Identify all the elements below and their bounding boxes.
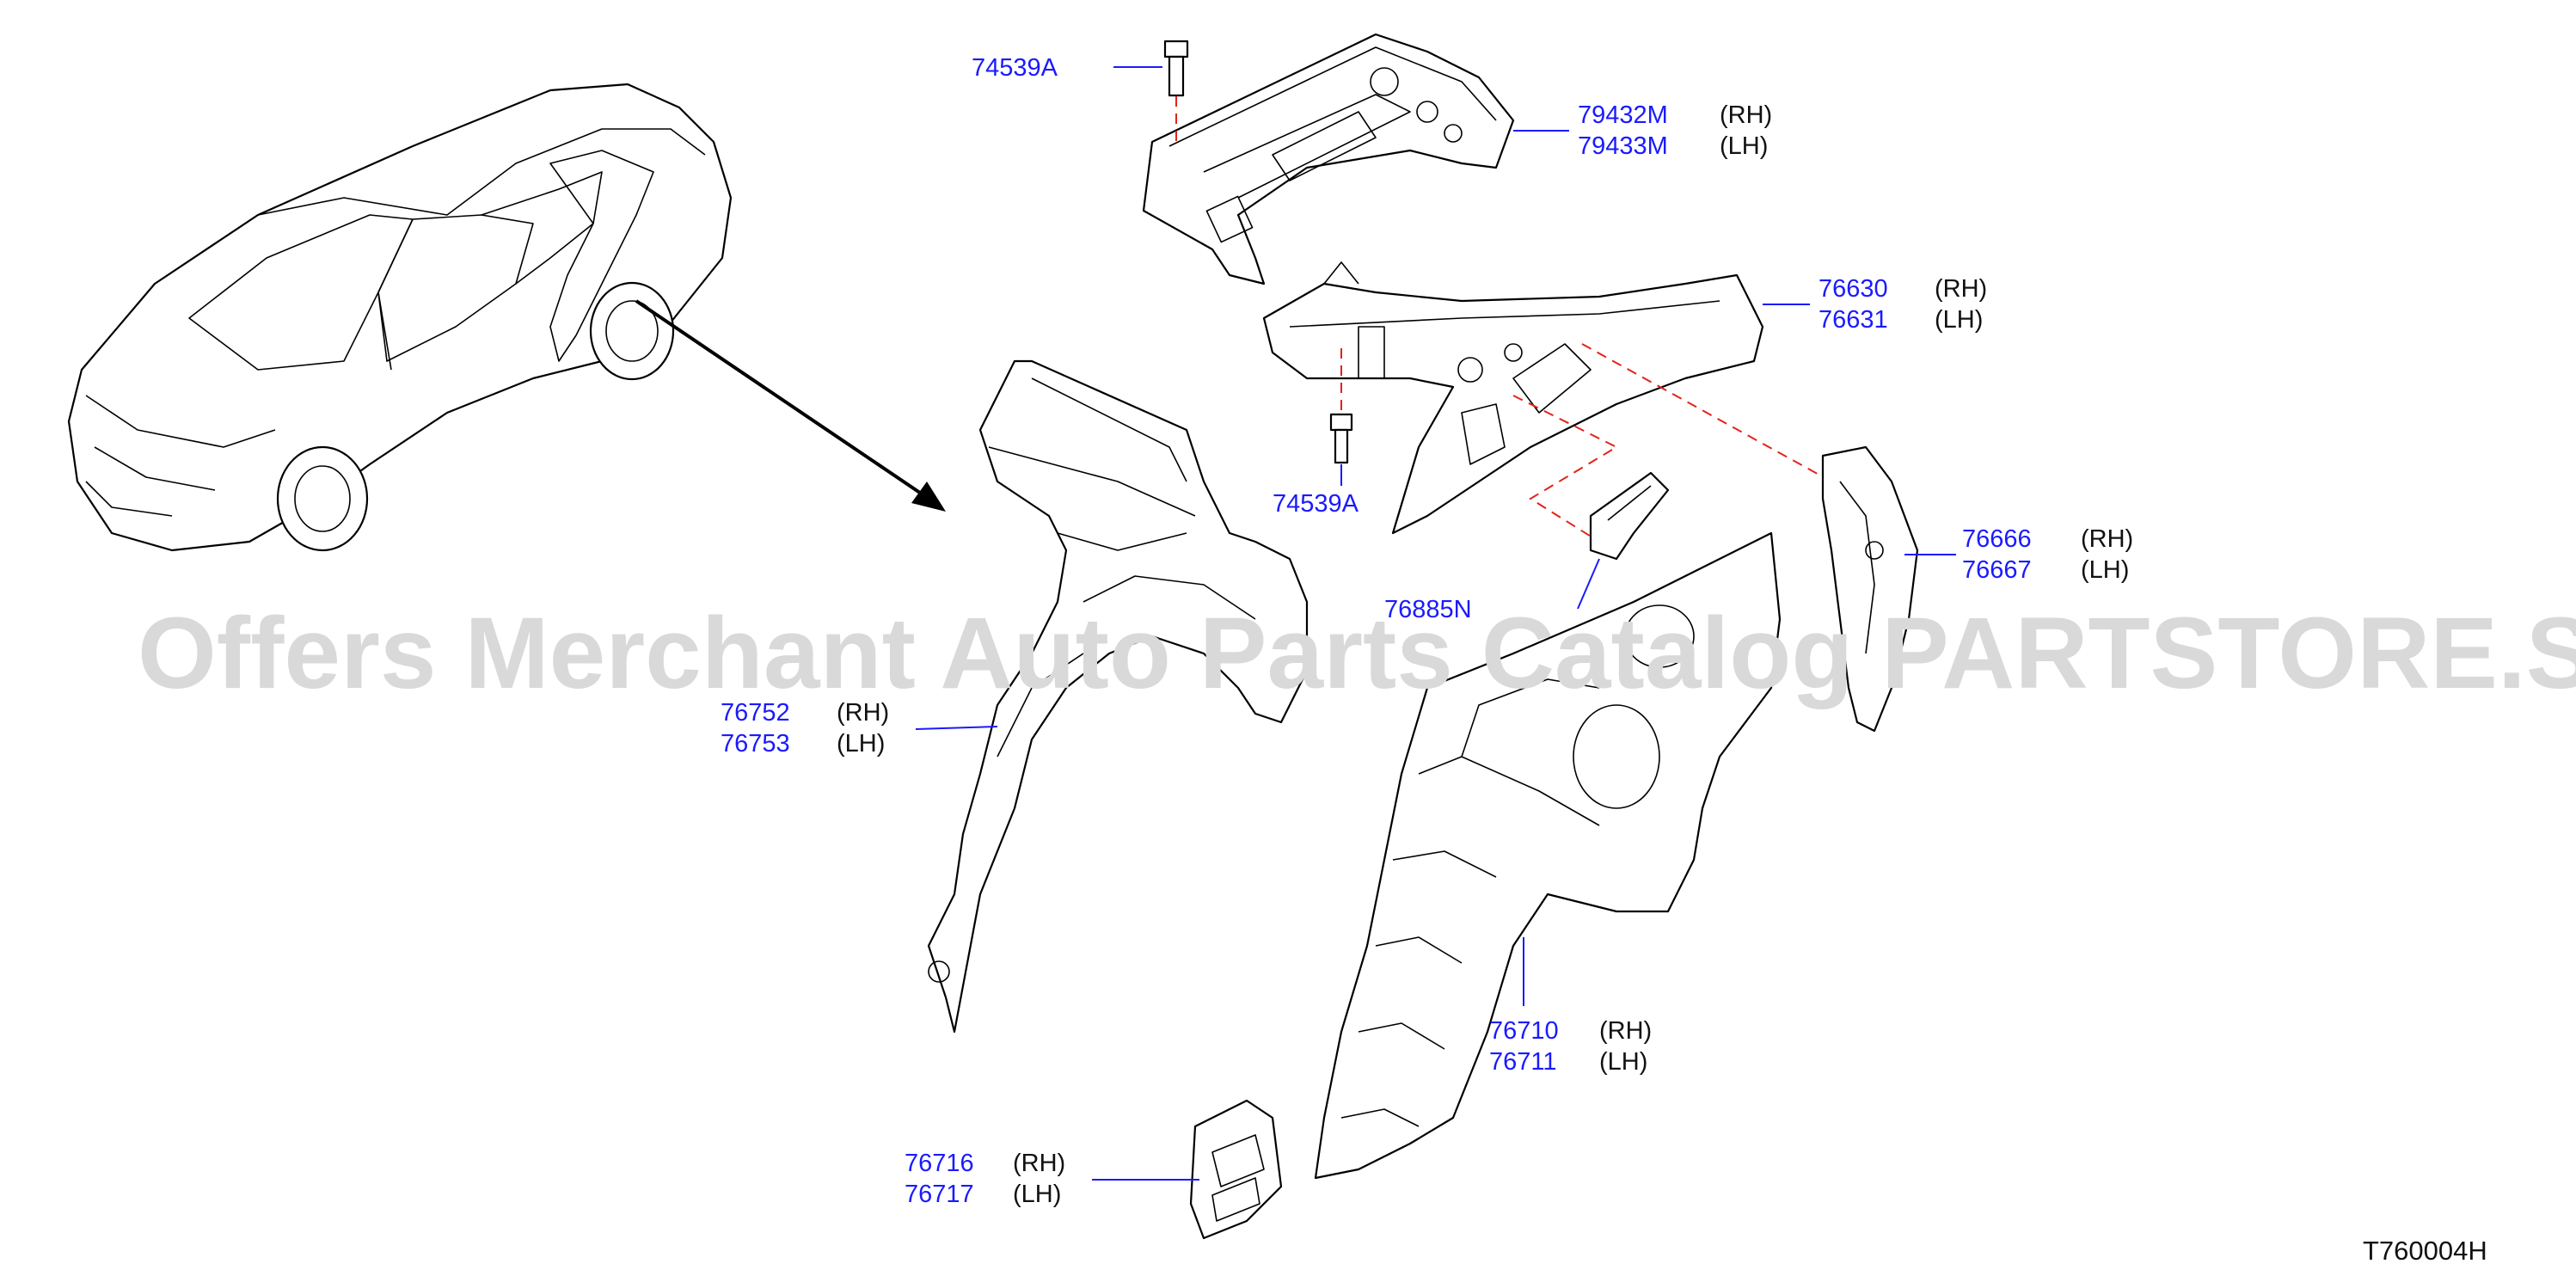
watermark-text: Offers Merchant Auto Parts Catalog PARTS… xyxy=(138,597,2576,710)
side-label-rh: (RH) xyxy=(1599,1017,1652,1045)
bolt-mid-icon xyxy=(1329,348,1353,464)
callout-76752[interactable]: 76752 (RH) 76753 (LH) xyxy=(721,699,998,758)
part-76666-illustration xyxy=(1821,445,1919,733)
part-number-74539a-top[interactable]: 74539A xyxy=(972,54,1058,82)
part-number-76630[interactable]: 76630 xyxy=(1819,275,1888,303)
callout-76630[interactable]: 76630 (RH) 76631 (LH) xyxy=(1763,275,1987,334)
part-76885n-illustration xyxy=(1589,471,1670,561)
side-label-rh: (RH) xyxy=(1935,275,1987,303)
callout-76710[interactable]: 76710 (RH) 76711 (LH) xyxy=(1489,937,1652,1076)
part-number-76752[interactable]: 76752 xyxy=(721,699,790,727)
callout-76716[interactable]: 76716 (RH) 76717 (LH) xyxy=(905,1150,1199,1208)
part-number-76710[interactable]: 76710 xyxy=(1489,1017,1559,1045)
part-76716-illustration xyxy=(1189,1099,1283,1240)
part-number-76631[interactable]: 76631 xyxy=(1819,306,1888,334)
part-76710-illustration xyxy=(1314,531,1782,1180)
diagram-code: T760004H xyxy=(2363,1236,2487,1266)
callout-74539a-mid[interactable]: 74539A xyxy=(1273,464,1359,518)
part-number-74539a-mid[interactable]: 74539A xyxy=(1273,490,1359,518)
part-number-76716[interactable]: 76716 xyxy=(905,1150,974,1177)
side-label-lh: (LH) xyxy=(1013,1181,1061,1208)
part-79432m-illustration xyxy=(1142,33,1515,285)
callout-76885n[interactable]: 76885N xyxy=(1384,558,1600,623)
part-number-79432m[interactable]: 79432M xyxy=(1578,101,1668,129)
part-number-76667[interactable]: 76667 xyxy=(1962,556,2032,584)
side-label-lh: (LH) xyxy=(837,730,885,758)
part-number-76753[interactable]: 76753 xyxy=(721,730,790,758)
part-number-76885n[interactable]: 76885N xyxy=(1384,596,1472,623)
side-label-lh: (LH) xyxy=(1720,132,1768,160)
part-76630-illustration xyxy=(1262,261,1764,535)
bolt-top-icon xyxy=(1163,40,1189,146)
part-76752-illustration xyxy=(927,359,1309,1034)
callout-74539a-top[interactable]: 74539A xyxy=(972,54,1162,82)
side-label-rh: (RH) xyxy=(1013,1150,1065,1177)
part-number-76717[interactable]: 76717 xyxy=(905,1181,974,1208)
part-number-79433m[interactable]: 79433M xyxy=(1578,132,1668,160)
side-label-rh: (RH) xyxy=(1720,101,1772,129)
car-overview-illustration xyxy=(67,83,946,552)
part-number-76711[interactable]: 76711 xyxy=(1489,1048,1557,1076)
side-label-lh: (LH) xyxy=(2081,556,2129,584)
callout-79432m[interactable]: 79432M (RH) 79433M (LH) xyxy=(1513,101,1772,160)
side-label-lh: (LH) xyxy=(1935,306,1983,334)
side-label-lh: (LH) xyxy=(1599,1048,1647,1076)
part-number-76666[interactable]: 76666 xyxy=(1962,525,2032,553)
side-label-rh: (RH) xyxy=(2081,525,2133,553)
side-label-rh: (RH) xyxy=(837,699,889,727)
dashed-guide-lines xyxy=(1512,343,1832,543)
callout-76666[interactable]: 76666 (RH) 76667 (LH) xyxy=(1904,525,2133,584)
